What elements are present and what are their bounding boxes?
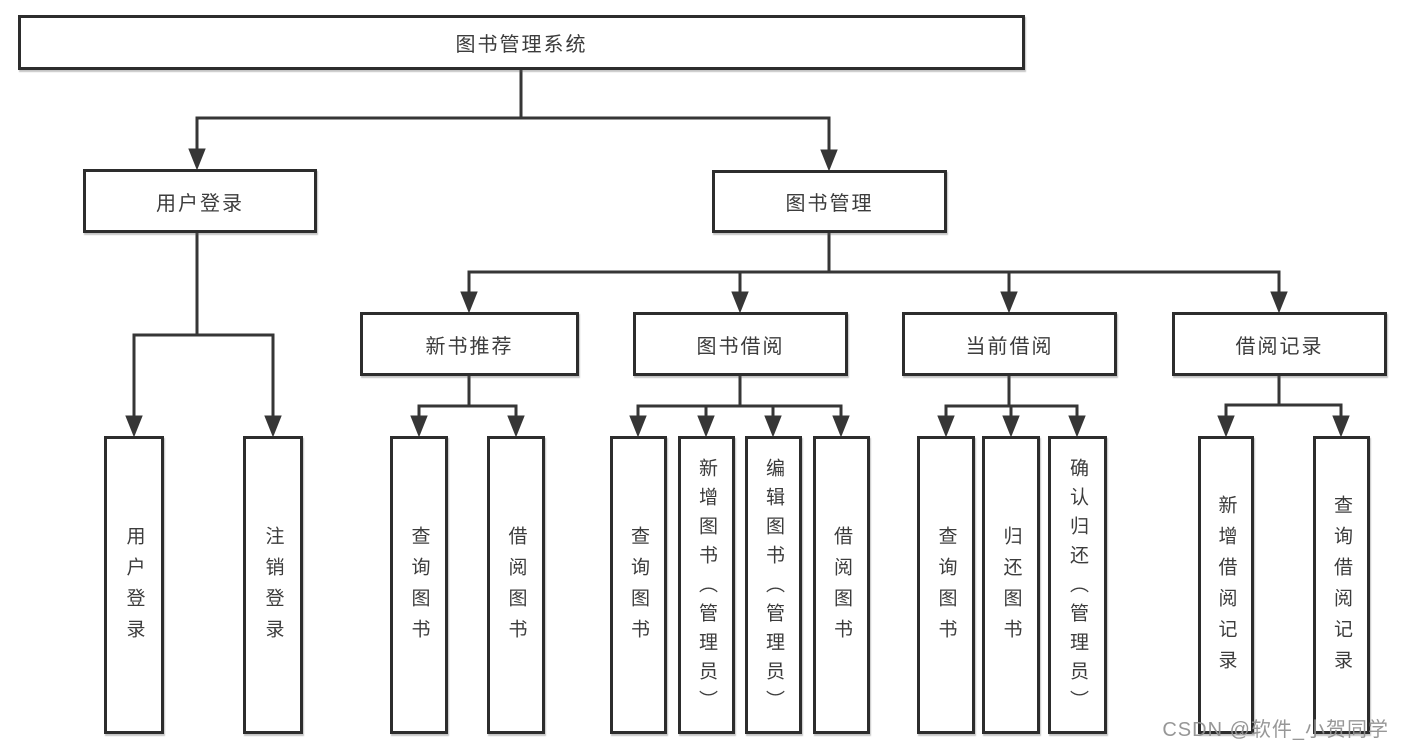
leaf-borrow-books-borrowing: 借阅图书: [813, 436, 870, 734]
connector-root-to-level2: [188, 70, 838, 172]
leaf-return-books: 归还图书: [982, 436, 1040, 734]
node-library-management-system: 图书管理系统: [18, 15, 1025, 70]
leaf-logout: 注销登录: [243, 436, 303, 734]
leaf-confirm-return-admin: 确认归还（管理员）: [1048, 436, 1107, 734]
connector-book-management-to-level3: [460, 233, 1288, 314]
csdn-watermark: CSDN @软件_小贺同学: [1162, 719, 1389, 741]
leaf-query-borrowing-record: 查询借阅记录: [1313, 436, 1370, 734]
node-book-borrowing: 图书借阅: [633, 312, 848, 376]
connector-recommendation-to-leaves: [410, 376, 525, 438]
leaf-query-books-recommendation: 查询图书: [390, 436, 448, 734]
node-new-book-recommendation: 新书推荐: [360, 312, 579, 376]
node-current-borrowing: 当前借阅: [902, 312, 1117, 376]
leaf-user-login: 用户登录: [104, 436, 164, 734]
connector-records-to-leaves: [1217, 376, 1350, 438]
connector-borrowing-to-leaves: [629, 376, 850, 438]
leaf-borrow-books-recommendation: 借阅图书: [487, 436, 545, 734]
leaf-edit-books-admin: 编辑图书（管理员）: [745, 436, 802, 734]
leaf-add-borrowing-record: 新增借阅记录: [1198, 436, 1254, 734]
node-book-management: 图书管理: [712, 170, 947, 233]
connector-user-login-to-leaves: [125, 233, 282, 438]
leaf-query-books-current: 查询图书: [917, 436, 975, 734]
leaf-query-books-borrowing: 查询图书: [610, 436, 667, 734]
node-user-login: 用户登录: [83, 169, 317, 233]
leaf-add-books-admin: 新增图书（管理员）: [678, 436, 735, 734]
node-borrowing-records: 借阅记录: [1172, 312, 1387, 376]
connector-current-to-leaves: [937, 376, 1086, 438]
